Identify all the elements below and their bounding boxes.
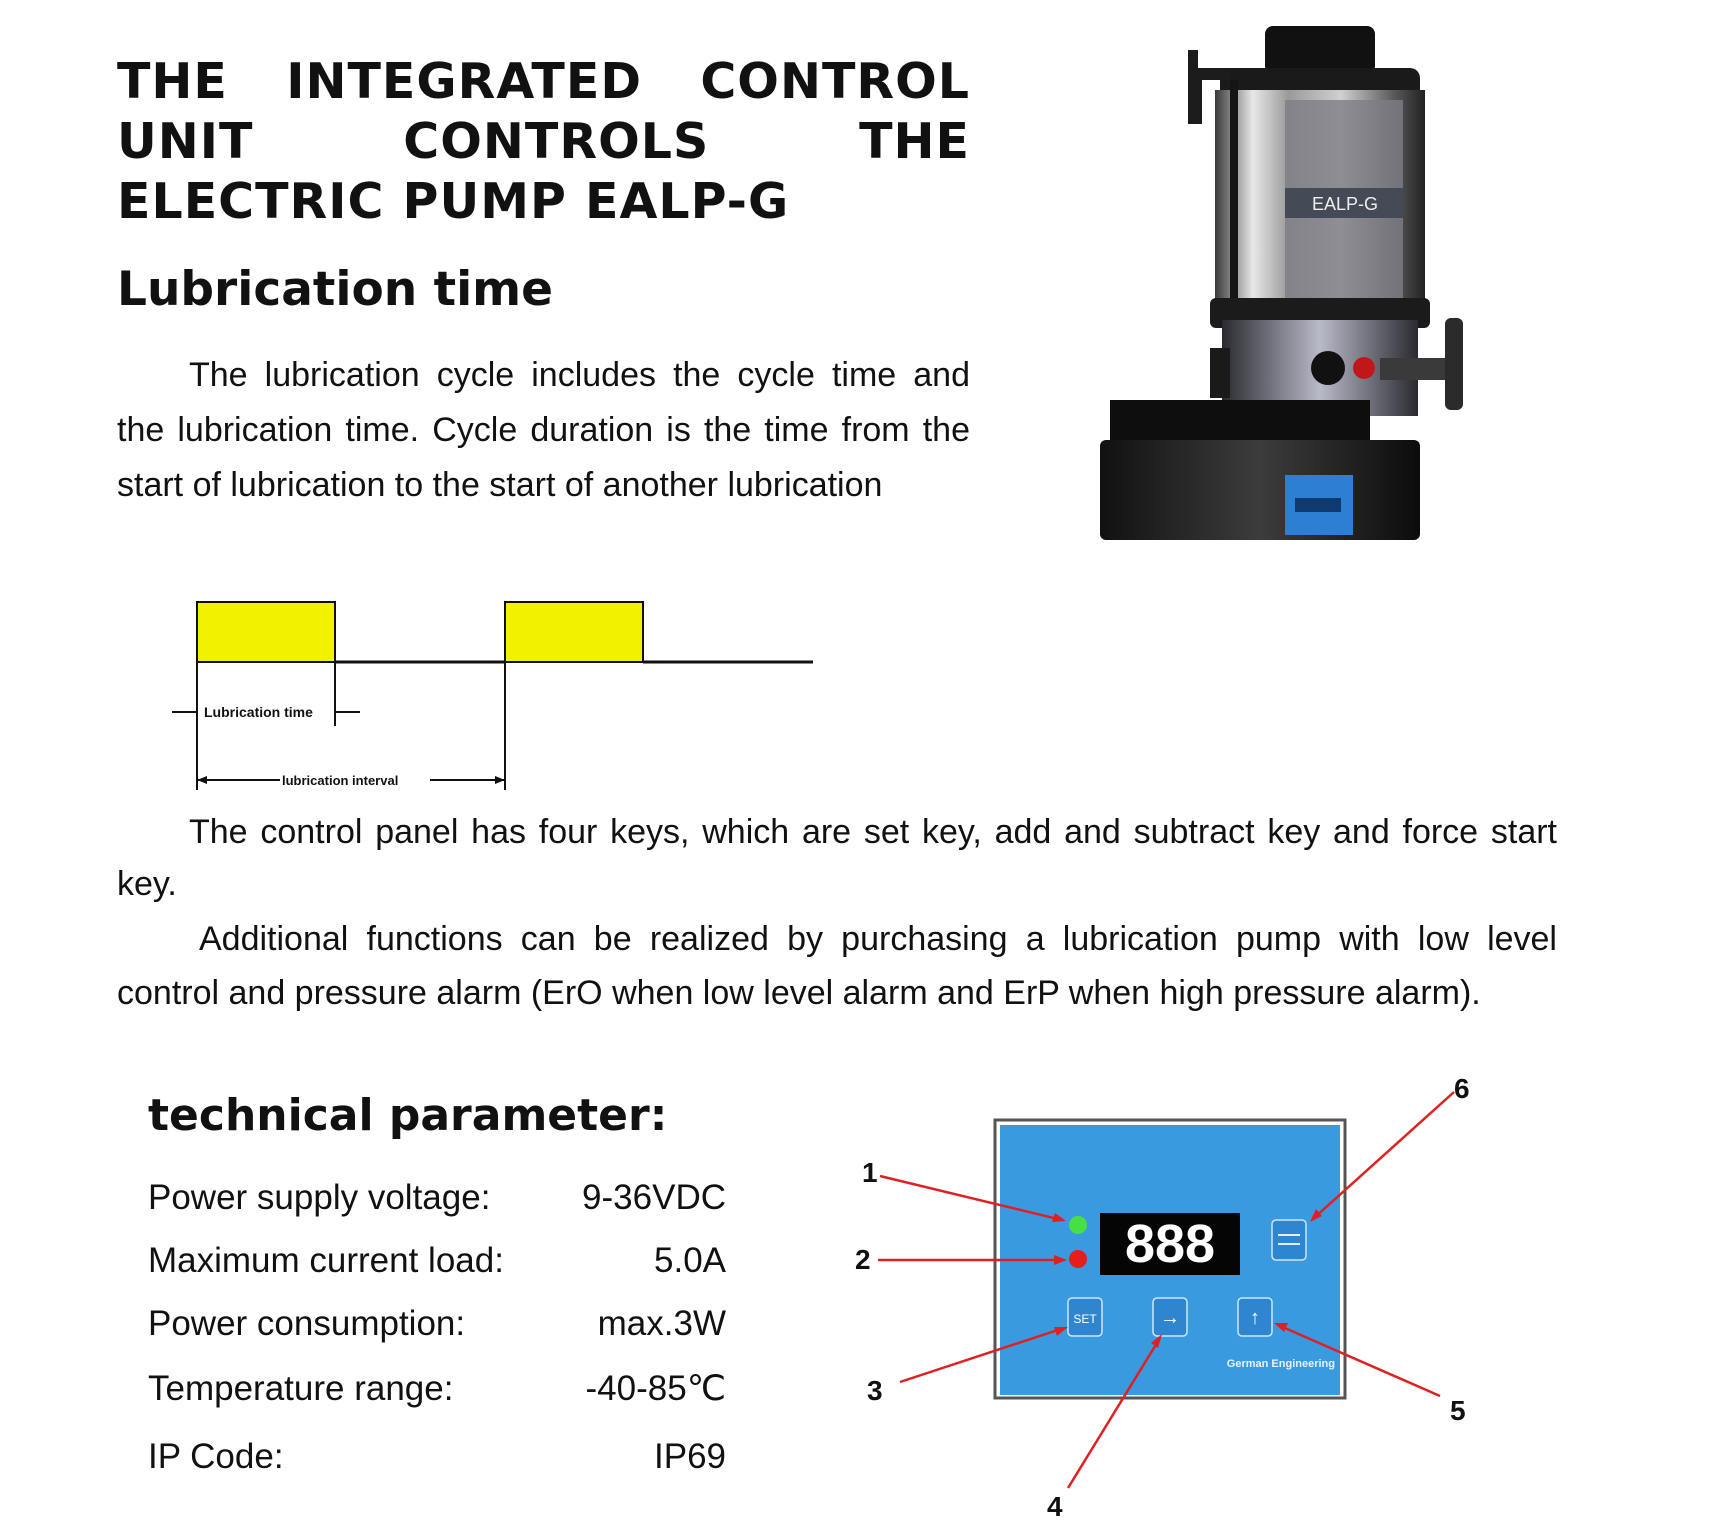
dim-interval-arrow-left — [197, 776, 207, 784]
param-value: -40-85℃ — [585, 1369, 726, 1408]
paragraph-lubrication-cycle: The lubrication cycle includes the cycle… — [117, 356, 970, 504]
red-led-icon — [1069, 1250, 1087, 1268]
pump-bracket — [1210, 348, 1230, 398]
param-label: IP Code: — [148, 1437, 284, 1476]
pump-motor-body — [1100, 440, 1420, 540]
param-value: IP69 — [654, 1437, 726, 1476]
callout-number-6: 6 — [1454, 1073, 1470, 1104]
set-key[interactable] — [1067, 1297, 1103, 1337]
callout-line-5 — [1277, 1323, 1441, 1398]
param-row: IP Code: IP69 — [148, 1437, 726, 1487]
dim-interval-arrow-right — [495, 776, 505, 784]
arrow-key-label: → — [1160, 1307, 1180, 1329]
callout-line-4 — [1066, 1337, 1162, 1489]
callout-arrow-1 — [1052, 1213, 1066, 1222]
callout-number-4: 4 — [1047, 1491, 1063, 1522]
pump-port — [1311, 351, 1345, 385]
param-label: Maximum current load: — [148, 1241, 504, 1280]
pump-cap — [1265, 26, 1375, 74]
control-panel-diagram: 888 SET → ↑ German Engineering 1 2 3 4 5… — [855, 1073, 1470, 1522]
page-title: THE INTEGRATED CONTROL UNIT CONTROLS THE… — [117, 53, 970, 230]
callout-arrow-3 — [1054, 1327, 1068, 1336]
pulse-2 — [504, 601, 644, 663]
pump-outlet-pipe — [1380, 358, 1450, 380]
tech-params-title: technical parameter: — [148, 1090, 668, 1141]
timing-diagram: Lubrication time lubrication interval — [172, 601, 813, 790]
force-start-key[interactable] — [1271, 1219, 1307, 1261]
pump-product-image: EALP-G — [1100, 26, 1463, 540]
paragraph-additional-functions: Additional functions can be realized by … — [117, 920, 1557, 1012]
green-led-icon — [1069, 1216, 1087, 1234]
pump-reservoir-rod — [1230, 80, 1238, 300]
pump-display — [1295, 498, 1341, 512]
pump-valve-handle — [1445, 318, 1463, 410]
arrow-key[interactable] — [1152, 1297, 1188, 1337]
callout-arrow-4 — [1151, 1334, 1162, 1348]
callout-line-3 — [899, 1326, 1065, 1384]
digit-display — [1100, 1213, 1240, 1275]
callout-number-5: 5 — [1450, 1395, 1466, 1426]
pump-brand-plate — [1285, 188, 1403, 218]
pulse-1 — [196, 601, 336, 663]
param-value: max.3W — [597, 1304, 726, 1343]
callout-number-3: 3 — [867, 1375, 883, 1406]
param-row: Power consumption: max.3W — [148, 1304, 726, 1354]
label-lubrication-time: Lubrication time — [204, 704, 313, 720]
section-heading-lubrication-time: Lubrication time — [117, 262, 554, 317]
param-label: Power supply voltage: — [148, 1178, 491, 1217]
callout-arrow-6 — [1310, 1209, 1322, 1222]
up-key-label: ↑ — [1250, 1307, 1260, 1329]
display-digits: 888 — [1125, 1214, 1215, 1274]
paragraph-control-keys: The control panel has four keys, which a… — [117, 813, 1557, 903]
callout-number-1: 1 — [862, 1157, 878, 1188]
param-row: Power supply voltage: 9-36VDC — [148, 1178, 726, 1228]
callout-arrow-2 — [1054, 1255, 1067, 1265]
pump-brand-label: EALP-G — [1312, 194, 1378, 214]
param-row: Temperature range: -40-85℃ — [148, 1369, 726, 1419]
up-key[interactable] — [1237, 1297, 1273, 1337]
label-lubrication-interval: lubrication interval — [282, 773, 398, 788]
param-label: Temperature range: — [148, 1369, 454, 1408]
callout-arrow-5 — [1274, 1323, 1288, 1332]
callout-line-6 — [1313, 1091, 1455, 1219]
param-row: Maximum current load: 5.0A — [148, 1241, 726, 1291]
pump-side-pipe — [1188, 50, 1230, 124]
param-label: Power consumption: — [148, 1304, 466, 1343]
pump-red-plug — [1353, 357, 1375, 379]
param-value: 9-36VDC — [582, 1178, 726, 1217]
callout-line-1 — [879, 1174, 1063, 1222]
panel-footer-text: German Engineering — [1227, 1358, 1335, 1370]
param-value: 5.0A — [654, 1241, 726, 1280]
callout-number-2: 2 — [855, 1244, 871, 1275]
set-key-label: SET — [1073, 1312, 1097, 1326]
